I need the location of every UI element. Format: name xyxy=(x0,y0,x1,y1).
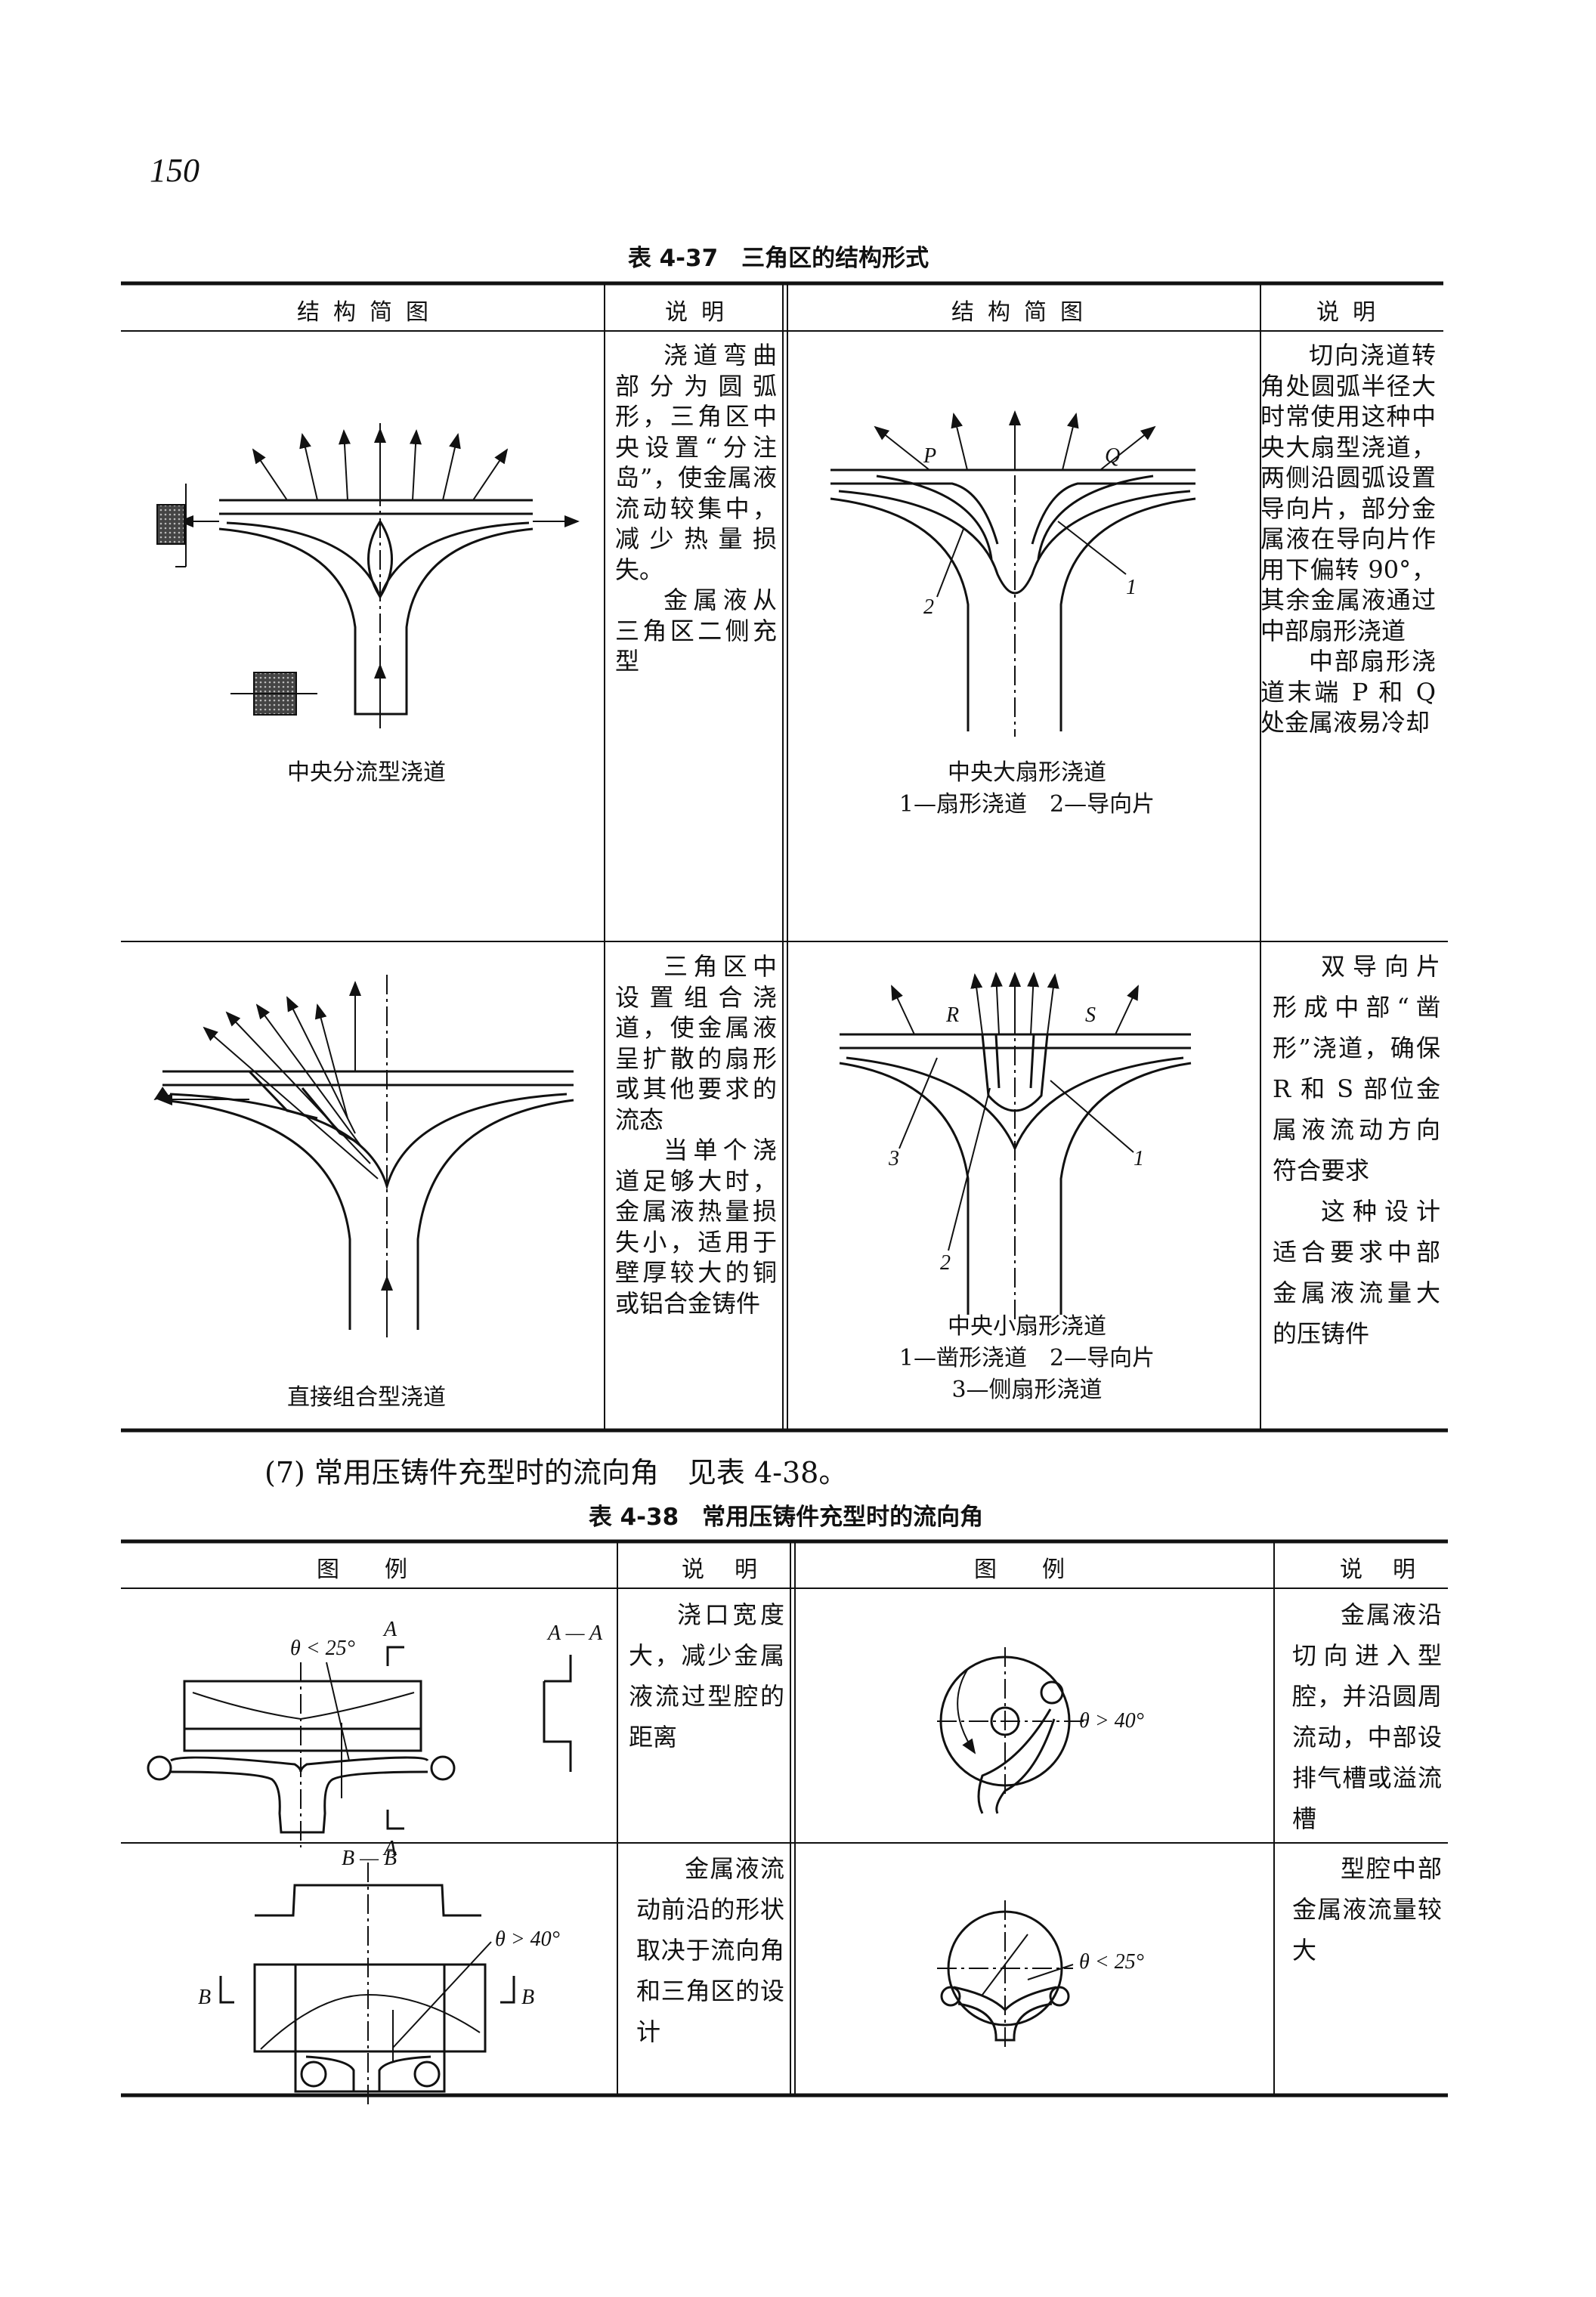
label-section-aa: A — A xyxy=(546,1622,603,1645)
desc-central-small-fan: 双导向片形成中部“凿形”浇道，确保 R 和 S 部位金属液流动方向符合要求 这种… xyxy=(1273,952,1440,1348)
figure-central-small-fan: R S 3 1 2 xyxy=(839,972,1192,1322)
label-r: R xyxy=(945,1003,959,1027)
label-3: 3 xyxy=(888,1147,899,1170)
table-438-header-desc-2: 说明 xyxy=(1340,1557,1446,1583)
table-438-header-desc: 说明 xyxy=(682,1557,787,1583)
desc-central-split: 浇道弯曲部分为圆弧形，三角区中央设置“分注岛”，使金属液流动较集中，减少热量损失… xyxy=(615,341,777,675)
caption-central-big-fan: 中央大扇形浇道 1—扇形浇道 2—导向片 xyxy=(899,759,1155,818)
desc-flow-front: 金属液流动前沿的形状取决于流向角和三角区的设计 xyxy=(636,1854,784,2046)
table-437-header-diagram-2: 结构简图 xyxy=(951,299,1096,326)
table-437-header-diagram: 结构简图 xyxy=(297,299,442,326)
figure-central-big-fan: P Q 1 2 xyxy=(830,410,1196,737)
caption-central-split: 中央分流型浇道 xyxy=(287,759,446,786)
table-438-header-legend: 图例 xyxy=(317,1557,453,1583)
label-a-top: A xyxy=(382,1618,397,1641)
table-438-header-legend-2: 图例 xyxy=(974,1557,1110,1583)
desc-central-flow: 型腔中部金属液流量较大 xyxy=(1292,1854,1442,1965)
desc-tangential: 金属液沿切向进入型腔，并沿圆周流动，中部设排气槽或溢流槽 xyxy=(1292,1600,1442,1833)
table-437-title: 表 4-37 三角区的结构形式 xyxy=(627,245,929,272)
page-number: 150 xyxy=(150,152,200,189)
figure-tangential-circle: θ > 40° xyxy=(937,1647,1144,1814)
desc-direct-combination: 三角区中设置组合浇道，使金属液呈扩散的扇形或其他要求的流态 当单个浇道足够大时，… xyxy=(615,952,777,1318)
figure-central-circle: θ < 25° xyxy=(937,1900,1144,2048)
body-paragraph: (7) 常用压铸件充型时的流向角 见表 4-38。 xyxy=(264,1456,848,1489)
label-b-left: B xyxy=(198,1986,211,2009)
caption-central-small-fan: 中央小扇形浇道 1—凿形浇道 2—导向片 3—侧扇形浇道 xyxy=(899,1313,1155,1403)
table-438-title: 表 4-38 常用压铸件充型时的流向角 xyxy=(588,1504,984,1531)
label-b-right: B xyxy=(521,1986,534,2009)
table-438-grid xyxy=(121,1539,1448,2098)
table-437-grid xyxy=(121,281,1448,1433)
caption-direct-combination: 直接组合型浇道 xyxy=(287,1384,446,1411)
table-437-header-desc: 说明 xyxy=(665,299,738,326)
label-q: Q xyxy=(1105,444,1120,468)
label-1: 1 xyxy=(1134,1147,1144,1170)
label-2: 2 xyxy=(940,1251,951,1275)
label-angle: θ > 40° xyxy=(495,1928,560,1951)
figure-bb-section: B — B θ > 40° B B xyxy=(198,1847,560,2108)
label-p: P xyxy=(923,444,936,468)
label-a-bottom: A xyxy=(382,1837,397,1860)
figure-central-split-runner xyxy=(156,423,580,729)
figure-wide-gate: θ < 25° A A A — A xyxy=(147,1618,603,1860)
table-437-header-desc-2: 说明 xyxy=(1316,299,1389,326)
desc-wide-gate: 浇口宽度大，减少金属液流过型腔的距离 xyxy=(629,1600,784,1751)
label-angle: θ < 25° xyxy=(290,1637,355,1660)
label-1: 1 xyxy=(1126,576,1137,599)
figure-direct-combination-runner xyxy=(153,975,574,1337)
label-s: S xyxy=(1085,1003,1096,1027)
label-section-bb: B — B xyxy=(342,1847,397,1870)
label-angle: θ < 25° xyxy=(1079,1950,1144,1974)
label-2: 2 xyxy=(923,595,934,619)
label-angle: θ > 40° xyxy=(1079,1709,1144,1733)
desc-central-big-fan: 切向浇道转角处圆弧半径大时常使用这种中央大扇型浇道，两侧沿圆弧设置导向片，部分金… xyxy=(1260,341,1436,737)
